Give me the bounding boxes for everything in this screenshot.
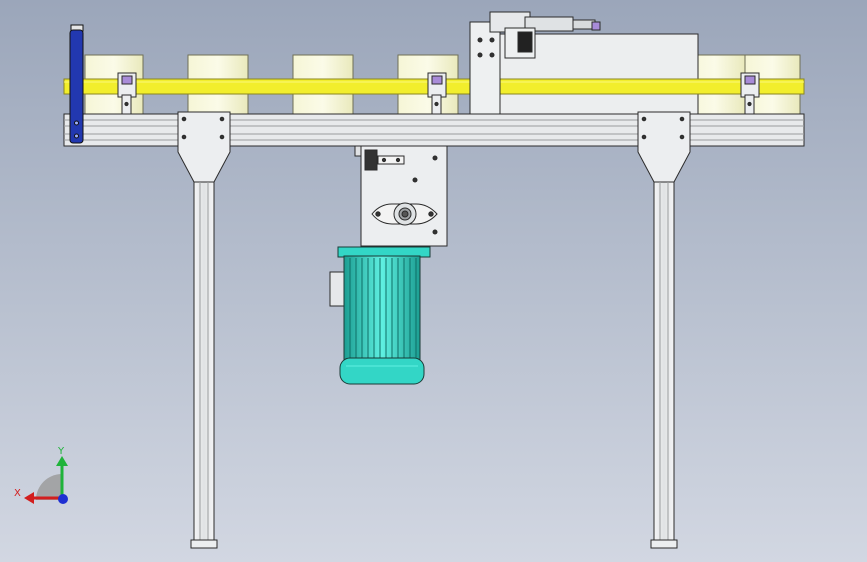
- motor-fins: [349, 258, 417, 358]
- motor: [329, 246, 431, 385]
- leg-left: [177, 111, 231, 549]
- lever-handle: [69, 24, 84, 144]
- z-axis-dot: [58, 494, 68, 504]
- x-axis-arrowhead: [24, 492, 34, 504]
- leg-right: [637, 111, 691, 549]
- gearbox: [354, 145, 448, 247]
- axis-triad-icon[interactable]: Y X: [14, 446, 68, 504]
- y-axis-arrowhead: [56, 456, 68, 466]
- conveyor-frame: [63, 113, 805, 147]
- x-axis-label: X: [14, 488, 21, 499]
- y-axis-label: Y: [57, 446, 65, 457]
